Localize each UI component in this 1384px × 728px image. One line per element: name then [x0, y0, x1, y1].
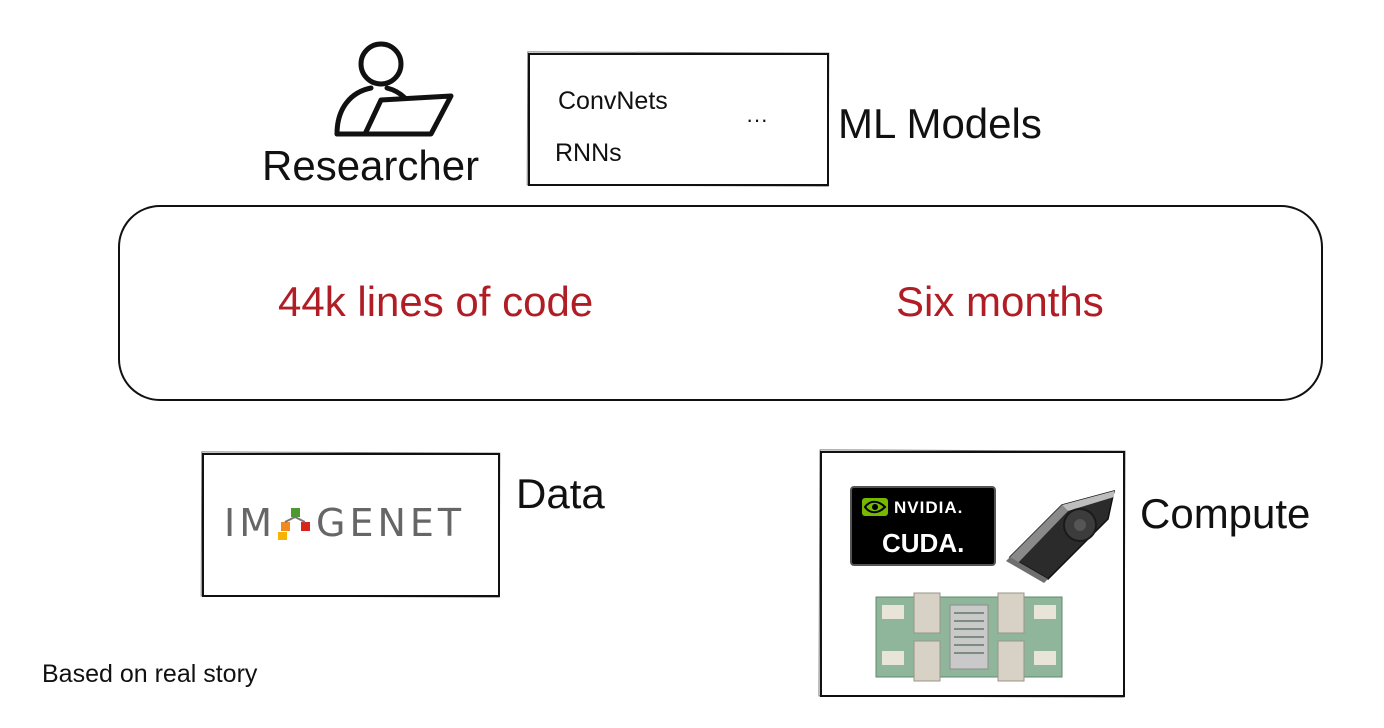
model-item-rnns: RNNs: [555, 139, 622, 167]
ml-models-label: ML Models: [838, 100, 1042, 147]
model-item-convnets: ConvNets: [558, 87, 668, 115]
imagenet-logo-text-right: GENET: [316, 501, 466, 545]
nvidia-cuda-badge: NVIDIA. CUDA.: [850, 486, 996, 566]
footnote-text: Based on real story: [42, 660, 258, 688]
gpu-card-image: [1006, 489, 1115, 583]
lines-of-code-text: 44k lines of code: [278, 278, 594, 325]
model-more-ellipsis: ···: [746, 107, 768, 132]
ml-models-box: ConvNets RNNs ···: [528, 53, 829, 186]
imagenet-tree-icon: [278, 508, 310, 540]
compute-box: NVIDIA. CUDA.: [820, 451, 1125, 697]
researcher-icon: [334, 41, 454, 137]
imagenet-logo: IM GENET: [224, 501, 466, 545]
researcher-label: Researcher: [262, 142, 480, 189]
nvidia-brand-text: NVIDIA.: [894, 498, 964, 517]
data-box: IM GENET: [202, 453, 500, 597]
nvidia-eye-icon: [862, 498, 888, 516]
imagenet-logo-text-left: IM: [224, 501, 276, 545]
tpu-board-image: [875, 592, 1063, 682]
duration-text: Six months: [896, 278, 1104, 325]
compute-label: Compute: [1140, 490, 1311, 537]
data-label: Data: [516, 470, 605, 517]
cuda-product-text: CUDA.: [882, 528, 965, 558]
main-rounded-box: [118, 205, 1323, 401]
